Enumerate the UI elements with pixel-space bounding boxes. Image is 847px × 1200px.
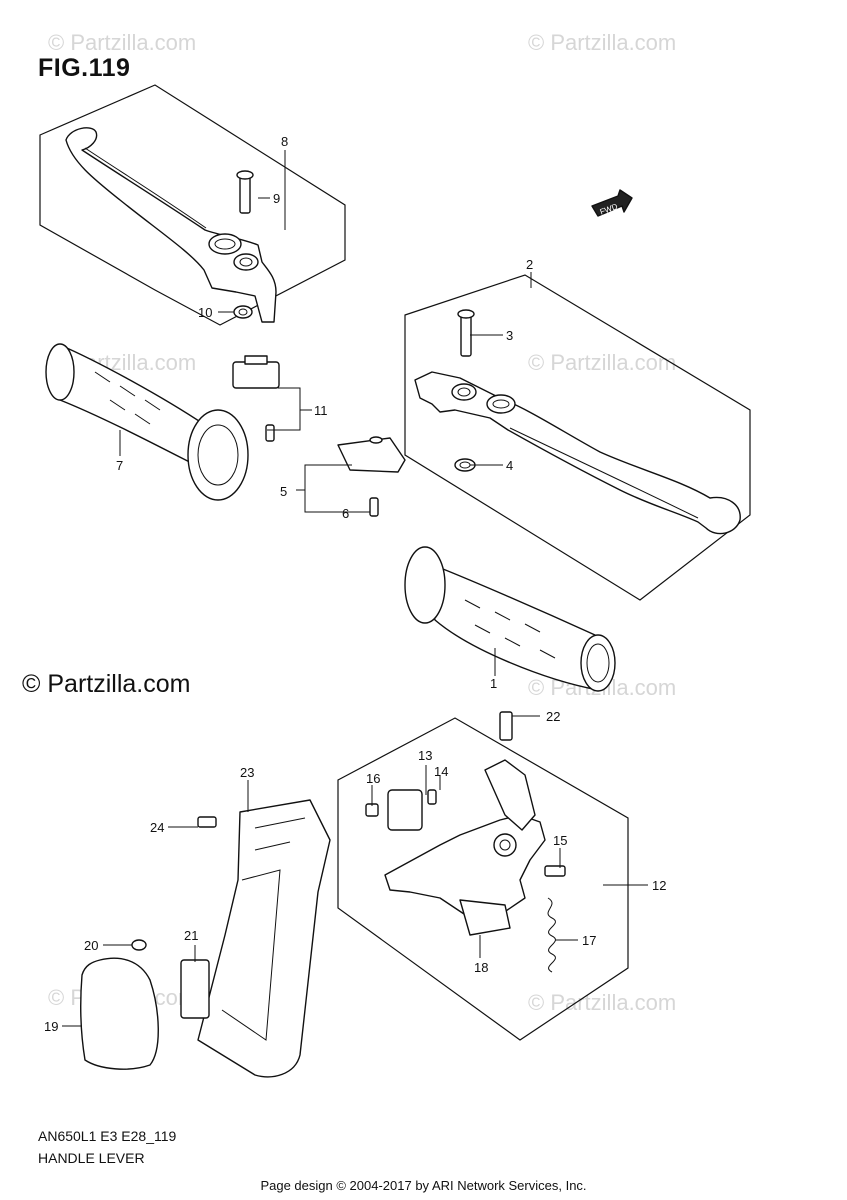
lever-8 xyxy=(65,127,277,323)
grip-1 xyxy=(404,546,616,692)
figure-title: FIG.119 xyxy=(38,54,131,82)
callout-23: 23 xyxy=(240,765,254,780)
callout-11: 11 xyxy=(314,403,328,418)
group-frame-12 xyxy=(337,717,629,1041)
screw-24 xyxy=(197,816,217,828)
watermark: © Partzilla.com xyxy=(48,30,197,55)
callout-14: 14 xyxy=(434,764,448,779)
spring-17 xyxy=(547,897,556,973)
callout-5: 5 xyxy=(280,484,287,499)
pivot-bolt-9 xyxy=(239,174,251,214)
switch-11 xyxy=(232,361,280,389)
group-frame-2 xyxy=(404,274,751,601)
grip-7 xyxy=(45,343,249,501)
lever-8-adjuster xyxy=(208,233,242,255)
callout-labels: 1 2 3 4 5 6 7 8 9 10 11 12 13 14 15 16 1… xyxy=(44,134,666,1034)
cap-19 xyxy=(80,957,159,1070)
screw-20 xyxy=(131,939,147,951)
callout-10: 10 xyxy=(198,305,212,320)
callout-15: 15 xyxy=(553,833,567,848)
bolt-15 xyxy=(544,865,566,877)
lever-2-adjuster xyxy=(486,394,516,414)
copyright-notice: © Partzilla.com xyxy=(22,670,191,698)
callout-19: 19 xyxy=(44,1019,58,1034)
footer-credit: Page design © 2004-2017 by ARI Network S… xyxy=(260,1178,587,1193)
callout-20: 20 xyxy=(84,938,98,953)
pivot-bolt-3 xyxy=(460,313,472,357)
callout-4: 4 xyxy=(506,458,513,473)
cover-23 xyxy=(197,799,331,1078)
callout-9: 9 xyxy=(273,191,280,206)
bolt-22 xyxy=(499,711,513,741)
watermark: © Partzilla.com xyxy=(528,350,677,375)
watermark: © Partzilla.com xyxy=(528,30,677,55)
watermark: © Partzilla.com xyxy=(528,990,677,1015)
leader-lines xyxy=(62,150,648,1027)
screw-11 xyxy=(265,424,275,442)
screw-6 xyxy=(369,497,379,517)
screw-14 xyxy=(427,789,437,805)
callout-13: 13 xyxy=(418,748,432,763)
nut-10 xyxy=(233,305,253,319)
fwd-arrow: FWD xyxy=(591,189,633,217)
group-frame-8 xyxy=(39,84,346,326)
callout-2: 2 xyxy=(526,257,533,272)
callout-17: 17 xyxy=(582,933,596,948)
callout-18: 18 xyxy=(474,960,488,975)
switch-5 xyxy=(337,437,406,473)
section-name: HANDLE LEVER xyxy=(38,1150,145,1166)
callout-16: 16 xyxy=(366,771,380,786)
callout-6: 6 xyxy=(342,506,349,521)
callout-22: 22 xyxy=(546,709,560,724)
callout-8: 8 xyxy=(281,134,288,149)
bracket-18 xyxy=(459,899,511,936)
switch-13 xyxy=(387,789,423,831)
part-21 xyxy=(180,959,210,1019)
callout-3: 3 xyxy=(506,328,513,343)
callout-12: 12 xyxy=(652,878,666,893)
callout-21: 21 xyxy=(184,928,198,943)
callout-24: 24 xyxy=(150,820,164,835)
callout-7: 7 xyxy=(116,458,123,473)
model-code: AN650L1 E3 E28_119 xyxy=(38,1128,177,1144)
callout-1: 1 xyxy=(490,676,497,691)
